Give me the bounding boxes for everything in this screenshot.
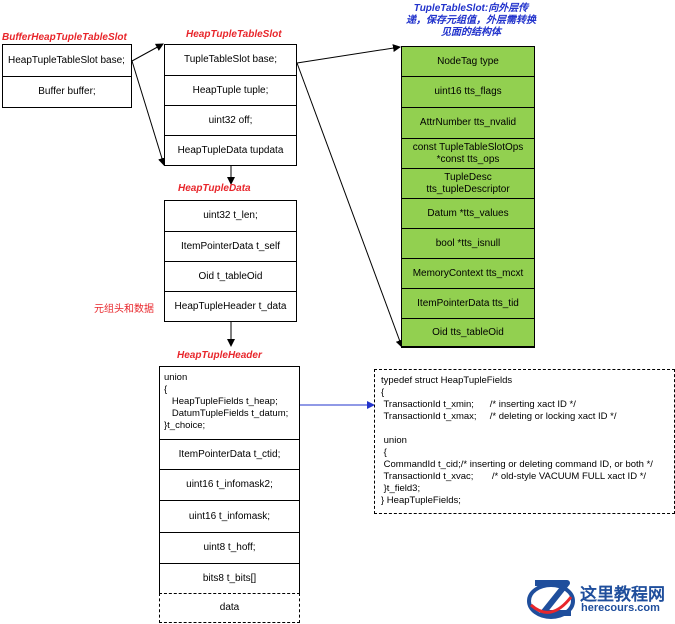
heap-tuple-header-field: uint16 t_infomask2;: [160, 470, 299, 501]
heap-tuple-header-title: HeapTupleHeader: [177, 350, 262, 361]
heap-slot-box: TupleTableSlot base; HeapTuple tuple; ui…: [164, 44, 297, 166]
heap-tuple-data-field: uint32 t_len;: [165, 201, 296, 232]
arrow-heapslot-to-tupleslot-bottom: [296, 62, 404, 348]
arrow-buffer-to-tupdata: [131, 60, 166, 166]
heap-tuple-fields-box: typedef struct HeapTupleFields { Transac…: [374, 369, 675, 514]
heap-slot-field: HeapTuple tuple;: [165, 76, 296, 106]
tuple-slot-box: NodeTag type uint16 tts_flags AttrNumber…: [401, 46, 535, 348]
heap-tuple-data-field: Oid t_tableOid: [165, 262, 296, 292]
logo-url: herecours.com: [581, 602, 660, 614]
logo-name: 这里教程网: [580, 585, 665, 604]
buffer-slot-field: Buffer buffer;: [38, 86, 96, 97]
heap-tuple-data-field: HeapTupleHeader t_data: [174, 300, 287, 312]
buffer-slot-box: HeapTupleTableSlot base; Buffer buffer;: [2, 44, 132, 108]
tuple-header-data-label: 元组头和数据: [94, 304, 154, 315]
buffer-slot-title: BufferHeapTupleTableSlot: [2, 32, 127, 43]
tuple-slot-field: const TupleTableSlotOps *const tts_ops: [402, 139, 534, 169]
tuple-slot-field: AttrNumber tts_nvalid: [402, 108, 534, 139]
heap-tuple-header-field: ItemPointerData t_ctid;: [160, 440, 299, 470]
heap-tuple-header-field: bits8 t_bits[]: [202, 573, 257, 584]
tuple-slot-field: uint16 tts_flags: [402, 77, 534, 108]
arrow-buffer-to-heapslot: [131, 43, 164, 62]
heap-tuple-header-field: uint16 t_infomask;: [160, 501, 299, 533]
heap-tuple-data-field: ItemPointerData t_self: [165, 232, 296, 262]
heap-slot-field: HeapTupleData tupdata: [177, 144, 284, 156]
tuple-slot-field: MemoryContext tts_mcxt: [402, 259, 534, 289]
tuple-slot-title: TupleTableSlot:向外层传递，保存元组值，外层需转换见面的结构体: [406, 3, 536, 38]
heap-tuple-fields-code: typedef struct HeapTupleFields { Transac…: [381, 375, 653, 506]
heap-tuple-header-box: union { HeapTupleFields t_heap; DatumTup…: [159, 366, 300, 594]
heap-slot-field: TupleTableSlot base;: [165, 45, 296, 76]
arrow-heapslot-to-tupleslot-top: [296, 44, 401, 64]
heap-tuple-data-box: uint32 t_len; ItemPointerData t_self Oid…: [164, 200, 297, 322]
heap-tuple-data-title: HeapTupleData: [178, 183, 251, 194]
union-t-choice: union { HeapTupleFields t_heap; DatumTup…: [160, 367, 299, 440]
heap-slot-field: uint32 off;: [165, 106, 296, 136]
tuple-slot-field: bool *tts_isnull: [402, 229, 534, 259]
heap-tuple-header-field: uint8 t_hoff;: [160, 533, 299, 564]
tuple-slot-field: TupleDesc tts_tupleDescriptor: [402, 169, 534, 199]
logo-z-icon: [527, 580, 575, 619]
tuple-slot-field: Oid tts_tableOid: [402, 319, 534, 347]
tuple-slot-field: NodeTag type: [402, 47, 534, 77]
data-box: data: [159, 593, 300, 623]
site-logo: 这里教程网 herecours.com: [525, 575, 675, 623]
heap-slot-title: HeapTupleTableSlot: [186, 29, 282, 40]
tuple-slot-field: Datum *tts_values: [402, 199, 534, 229]
tuple-slot-field: ItemPointerData tts_tid: [402, 289, 534, 319]
buffer-slot-field: HeapTupleTableSlot base;: [3, 45, 131, 77]
data-label: data: [219, 602, 240, 613]
